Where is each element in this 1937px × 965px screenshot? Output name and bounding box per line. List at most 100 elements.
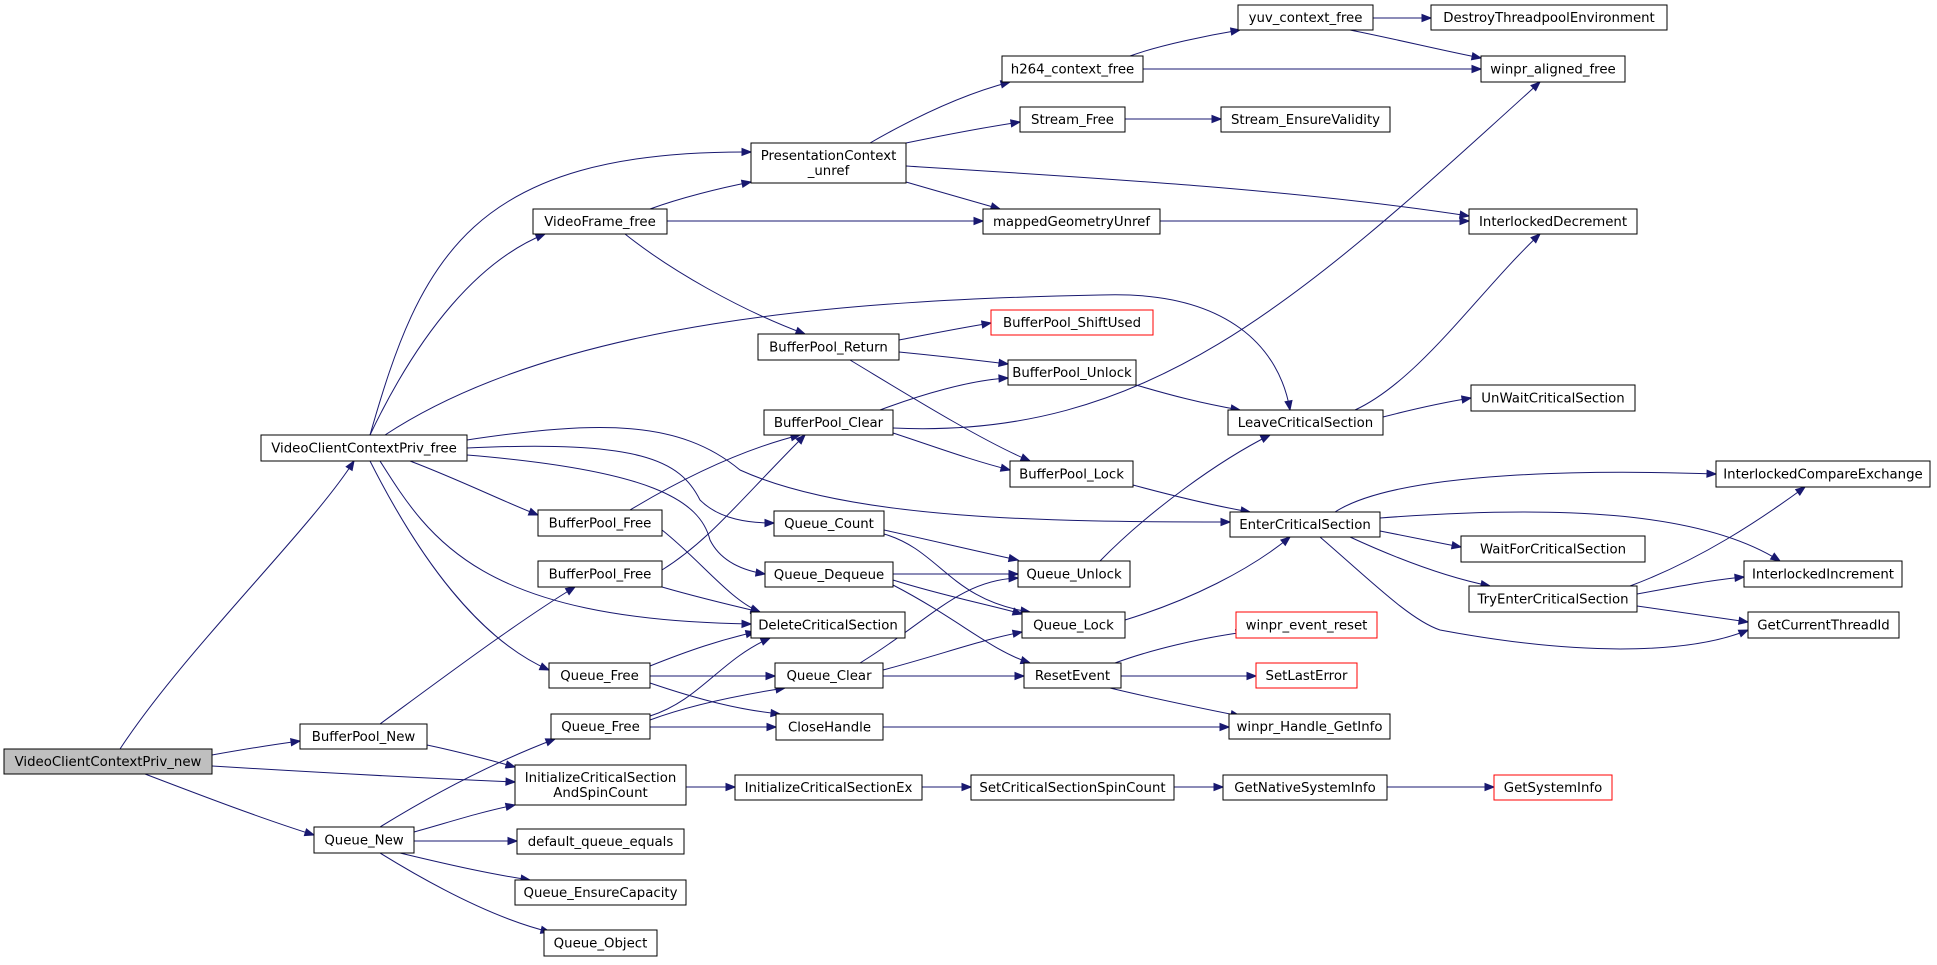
node-queue-lock[interactable]: Queue_Lock xyxy=(1021,611,1126,639)
arrowhead-icon xyxy=(1460,395,1473,404)
edge-line xyxy=(883,529,1019,561)
edge-bufferpool-free-1-to-bufferpool-clear xyxy=(629,433,802,511)
node-label: BufferPool_ShiftUsed xyxy=(1003,316,1141,331)
node-box xyxy=(1747,611,1900,639)
nodes-layer: VideoClientContextPriv_new VideoClientCon… xyxy=(3,4,1931,957)
node-closehandle[interactable]: CloseHandle xyxy=(775,713,884,741)
node-getnativesysteminfo[interactable]: GetNativeSystemInfo xyxy=(1222,774,1388,801)
node-h264-context-free[interactable]: h264_context_free xyxy=(1001,55,1144,83)
node-queue-object[interactable]: Queue_Object xyxy=(543,929,658,957)
node-label: yuv_context_free xyxy=(1249,11,1363,26)
node-queue-free-1[interactable]: Queue_Free xyxy=(548,662,651,689)
arrowhead-icon xyxy=(741,147,753,157)
node-label: Queue_Free xyxy=(561,720,640,735)
node-label: mappedGeometryUnref xyxy=(993,215,1150,230)
node-label: Queue_Clear xyxy=(786,669,872,684)
edge-leavecriticalsection-to-interlockeddecrement xyxy=(1354,233,1542,411)
edge-line xyxy=(1109,687,1241,717)
node-box xyxy=(1019,106,1126,133)
edge-line xyxy=(1114,631,1246,664)
node-queue-count[interactable]: Queue_Count xyxy=(773,510,885,537)
node-interlockeddecrement[interactable]: InterlockedDecrement xyxy=(1468,208,1638,235)
node-videoframe-free[interactable]: VideoFrame_free xyxy=(532,208,668,235)
edge-line xyxy=(379,586,576,725)
edge-h264-context-free-to-yuv-context-free xyxy=(1129,27,1242,57)
edge-line xyxy=(426,744,516,768)
node-interlockedcompareexchange[interactable]: InterlockedCompareExchange xyxy=(1715,460,1931,488)
node-label: Queue_Lock xyxy=(1033,619,1114,634)
node-box xyxy=(1023,662,1122,689)
node-leavecriticalsection[interactable]: LeaveCriticalSection xyxy=(1227,409,1384,436)
node-getsysteminfo[interactable]: GetSystemInfo xyxy=(1493,774,1613,801)
node-yuv-context-free[interactable]: yuv_context_free xyxy=(1237,4,1374,31)
node-label: winpr_Handle_GetInfo xyxy=(1237,720,1383,735)
node-interlockedincrement[interactable]: InterlockedIncrement xyxy=(1743,560,1903,588)
node-deletecriticalsection[interactable]: DeleteCriticalSection xyxy=(750,611,906,639)
node-destroythreadpoolenvironment[interactable]: DestroyThreadpoolEnvironment xyxy=(1430,4,1668,31)
node-label: default_queue_equals xyxy=(528,835,674,850)
edge-closehandle-to-winpr-handle-getinfo xyxy=(882,722,1231,732)
node-box xyxy=(982,208,1161,235)
arrowhead-icon xyxy=(1794,486,1807,497)
node-stream-ensurevalidity[interactable]: Stream_EnsureValidity xyxy=(1220,106,1391,133)
node-queue-dequeue[interactable]: Queue_Dequeue xyxy=(764,561,894,588)
edge-queue-new-to-queue-free-2 xyxy=(379,738,557,828)
node-bufferpool-lock[interactable]: BufferPool_Lock xyxy=(1009,460,1134,488)
node-bufferpool-shiftused[interactable]: BufferPool_ShiftUsed xyxy=(990,309,1154,336)
node-queue-free-2[interactable]: Queue_Free xyxy=(550,713,651,740)
node-bufferpool-clear[interactable]: BufferPool_Clear xyxy=(763,409,894,436)
node-bufferpool-free-1[interactable]: BufferPool_Free xyxy=(537,509,663,537)
edge-videoclientcontextpriv-free-to-presentationcontext-unref xyxy=(369,147,753,436)
node-winpr-handle-getinfo[interactable]: winpr_Handle_GetInfo xyxy=(1228,713,1391,740)
edge-videoclientcontextpriv-free-to-videoframe-free xyxy=(369,233,547,436)
node-waitforcriticalsection[interactable]: WaitForCriticalSection xyxy=(1460,535,1646,563)
node-setcriticalsectionspincount[interactable]: SetCriticalSectionSpinCount xyxy=(970,774,1175,801)
node-queue-new[interactable]: Queue_New xyxy=(313,826,415,854)
node-default-queue-equals[interactable]: default_queue_equals xyxy=(516,828,685,855)
node-box xyxy=(1493,774,1613,801)
edge-line xyxy=(892,579,1023,615)
node-mappedgeometryunref[interactable]: mappedGeometryUnref xyxy=(982,208,1161,235)
node-videoclientcontextpriv-free[interactable]: VideoClientContextPriv_free xyxy=(260,434,468,462)
node-getcurrentthreadid[interactable]: GetCurrentThreadId xyxy=(1747,611,1900,639)
node-setlasterror[interactable]: SetLastError xyxy=(1255,662,1358,689)
node-box xyxy=(1255,662,1358,689)
node-entercriticalsection[interactable]: EnterCriticalSection xyxy=(1229,511,1381,538)
node-label: UnWaitCriticalSection xyxy=(1481,392,1624,407)
node-initializecriticalsectionex[interactable]: InitializeCriticalSectionEx xyxy=(734,774,923,801)
arrowhead-icon xyxy=(770,708,782,718)
node-videoclientcontextpriv-new[interactable]: VideoClientContextPriv_new xyxy=(3,748,213,775)
node-bufferpool-free-2[interactable]: BufferPool_Free xyxy=(537,560,663,588)
node-presentationcontext-unref[interactable]: PresentationContext_unref xyxy=(750,142,907,184)
node-queue-clear[interactable]: Queue_Clear xyxy=(774,662,884,689)
edge-line xyxy=(1349,536,1491,587)
edge-tryentercriticalsection-to-interlockedincrement xyxy=(1636,573,1746,595)
node-bufferpool-return[interactable]: BufferPool_Return xyxy=(757,333,900,361)
node-resetevent[interactable]: ResetEvent xyxy=(1023,662,1122,689)
node-tryentercriticalsection[interactable]: TryEnterCriticalSection xyxy=(1468,585,1638,613)
edge-videoclientcontextpriv-free-to-deletecriticalsection xyxy=(379,460,753,629)
node-queue-ensurecapacity[interactable]: Queue_EnsureCapacity xyxy=(514,879,687,906)
arrowhead-icon xyxy=(759,637,772,646)
node-label: Queue_Dequeue xyxy=(774,568,884,583)
edge-line xyxy=(649,687,786,721)
edge-videoclientcontextpriv-free-to-bufferpool-free-1 xyxy=(409,460,540,516)
node-queue-unlock[interactable]: Queue_Unlock xyxy=(1017,560,1131,588)
edge-bufferpool-lock-to-entercriticalsection xyxy=(1132,484,1252,515)
edge-bufferpool-clear-to-winpr-aligned-free xyxy=(892,81,1542,430)
arrowhead-icon xyxy=(766,722,778,732)
node-box xyxy=(1430,4,1668,31)
node-stream-free[interactable]: Stream_Free xyxy=(1019,106,1126,133)
node-winpr-aligned-free[interactable]: winpr_aligned_free xyxy=(1480,55,1626,83)
edge-bufferpool-return-to-bufferpool-unlock xyxy=(898,351,1010,368)
node-label: VideoClientContextPriv_free xyxy=(271,442,457,457)
node-label: Queue_Free xyxy=(560,669,639,684)
node-label: GetNativeSystemInfo xyxy=(1234,781,1376,796)
node-winpr-event-reset[interactable]: winpr_event_reset xyxy=(1235,611,1378,639)
node-bufferpool-unlock[interactable]: BufferPool_Unlock xyxy=(1007,359,1137,386)
node-unwaitcriticalsection[interactable]: UnWaitCriticalSection xyxy=(1470,384,1636,412)
node-label: VideoFrame_free xyxy=(544,215,656,230)
node-box xyxy=(750,611,906,639)
node-bufferpool-new[interactable]: BufferPool_New xyxy=(299,723,428,750)
